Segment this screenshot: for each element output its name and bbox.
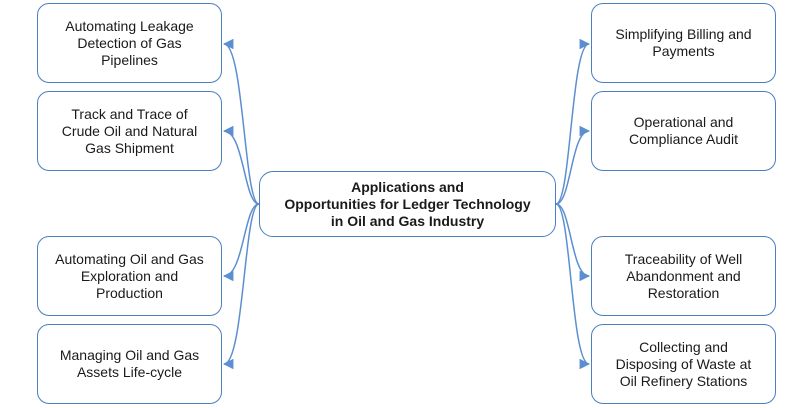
- node-text-line: Gas Shipment: [85, 139, 174, 156]
- connector-right-2: [555, 203, 591, 282]
- node-text-line: Simplifying Billing and: [615, 26, 752, 42]
- node-text-line: Restoration: [647, 284, 720, 301]
- connector-left-2: [222, 203, 260, 282]
- application-node-billing-payments: Simplifying Billing and Payments: [591, 3, 776, 83]
- node-text: Traceability of Well Abandonment and Res…: [625, 251, 742, 302]
- node-text-line: Track and Trace of: [71, 105, 188, 122]
- application-node-leakage-detection: Automating Leakage Detection of Gas Pipe…: [37, 3, 222, 83]
- node-text: Managing Oil and Gas Assets Life-cycle: [60, 347, 199, 381]
- connector-right-1: [555, 125, 591, 205]
- node-text-line: Automating Leakage: [65, 17, 194, 34]
- node-text-line: Disposing of Waste at: [615, 355, 752, 372]
- node-text-line: Detection of Gas: [77, 34, 182, 51]
- central-topic-node: Applications and Opportunities for Ledge…: [259, 171, 556, 237]
- node-text-line: Exploration and: [80, 267, 179, 284]
- node-text-line: Abandonment and: [626, 267, 741, 284]
- application-node-exploration-production: Automating Oil and Gas Exploration and P…: [37, 236, 222, 316]
- node-text: Simplifying Billing and Payments: [615, 26, 751, 60]
- node-text-line: Production: [96, 284, 163, 301]
- central-topic-line: Opportunities for Ledger Technology: [284, 195, 531, 212]
- node-text-line: Payments: [652, 43, 715, 59]
- central-topic-line: in Oil and Gas Industry: [330, 212, 485, 229]
- application-node-waste-disposal: Collecting and Disposing of Waste at Oil…: [591, 324, 776, 404]
- node-text-line: Crude Oil and Natural: [61, 122, 198, 139]
- node-text: Automating Oil and Gas Exploration and P…: [55, 251, 204, 302]
- node-text-line: Assets Life-cycle: [76, 364, 183, 380]
- node-text: Track and Trace of Crude Oil and Natural…: [62, 106, 197, 157]
- connector-right-3: [555, 203, 591, 370]
- node-text-line: Traceability of Well: [624, 250, 743, 267]
- node-text-line: Automating Oil and Gas: [55, 250, 204, 267]
- node-text-line: Pipelines: [101, 51, 158, 68]
- node-text-line: Operational and: [633, 114, 734, 130]
- node-text-line: Managing Oil and Gas: [59, 347, 200, 363]
- central-topic-line: Applications and: [351, 178, 464, 195]
- node-text: Operational and Compliance Audit: [629, 114, 738, 148]
- application-node-assets-lifecycle: Managing Oil and Gas Assets Life-cycle: [37, 324, 222, 404]
- node-text: Automating Leakage Detection of Gas Pipe…: [65, 18, 193, 69]
- node-text-line: Collecting and: [639, 338, 728, 355]
- connector-left-0: [222, 38, 260, 205]
- node-text: Collecting and Disposing of Waste at Oil…: [616, 339, 752, 390]
- application-node-well-abandonment: Traceability of Well Abandonment and Res…: [591, 236, 776, 316]
- connector-right-0: [555, 38, 591, 205]
- connector-left-3: [222, 203, 260, 370]
- node-text-line: Oil Refinery Stations: [619, 372, 748, 389]
- application-node-compliance-audit: Operational and Compliance Audit: [591, 91, 776, 171]
- connector-left-1: [222, 125, 260, 205]
- central-topic-text: Applications and Opportunities for Ledge…: [284, 179, 530, 230]
- application-node-track-and-trace: Track and Trace of Crude Oil and Natural…: [37, 91, 222, 171]
- node-text-line: Compliance Audit: [629, 131, 738, 147]
